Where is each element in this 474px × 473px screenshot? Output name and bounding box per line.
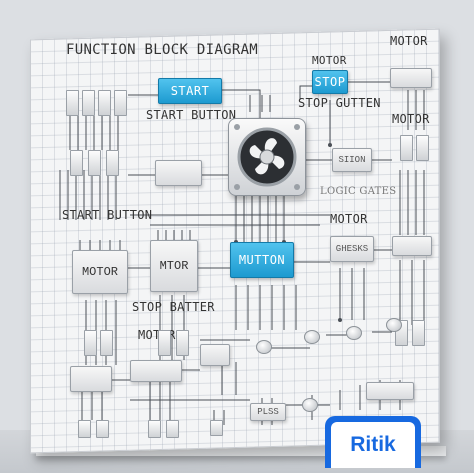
relay <box>416 135 429 161</box>
relay <box>70 150 83 176</box>
relay <box>106 150 119 176</box>
block-mutton: MUTTON <box>230 242 294 278</box>
relay <box>400 135 413 161</box>
relay <box>88 150 101 176</box>
relay <box>96 420 109 438</box>
label-stop-batter: STOP BATTER <box>132 300 215 314</box>
relay <box>78 420 91 438</box>
round-component <box>304 330 320 344</box>
label-motor-top: MOTOR <box>390 34 428 48</box>
round-component <box>302 398 318 412</box>
label-start-button-left: START BUTTON <box>62 208 153 222</box>
block-unlabeled-2 <box>390 68 432 88</box>
relay <box>114 90 127 116</box>
label-motor-stop: MOTOR <box>312 54 347 67</box>
relay <box>210 420 223 436</box>
watermark-text: Ritik <box>331 422 415 468</box>
relay <box>98 90 111 116</box>
block-unlabeled-1 <box>155 160 202 186</box>
block-stop: STOP <box>312 70 348 94</box>
label-logic-gates: LOGIC GATES <box>320 186 397 197</box>
board-edge <box>36 446 446 456</box>
relay <box>66 90 79 116</box>
block-unlabeled-7 <box>366 382 414 400</box>
block-siion: SIION <box>332 148 372 172</box>
label-stop-gutten: STOP GUTTEN <box>298 96 381 110</box>
relay <box>412 320 425 346</box>
fan-graphic <box>234 124 300 190</box>
label-start-button-top: START BUTTON <box>146 108 237 122</box>
fan-icon <box>228 118 306 196</box>
relay <box>158 330 171 356</box>
block-unlabeled-6 <box>70 366 112 392</box>
relay <box>100 330 113 356</box>
relay <box>84 330 97 356</box>
watermark-badge: Ritik <box>325 416 421 468</box>
round-component <box>386 318 402 332</box>
block-ghesks: GHESKS <box>330 236 374 262</box>
diagram-title: FUNCTION BLOCK DIAGRAM <box>66 42 259 58</box>
relay <box>148 420 161 438</box>
block-plss: PLSS <box>250 403 286 421</box>
round-component <box>346 326 362 340</box>
block-mtor: MTOR <box>150 240 198 292</box>
block-unlabeled-4 <box>130 360 182 382</box>
relay <box>166 420 179 438</box>
relay <box>176 330 189 356</box>
block-unlabeled-3 <box>392 236 432 256</box>
relay <box>82 90 95 116</box>
block-motor-left: MOTOR <box>72 250 128 294</box>
block-unlabeled-5 <box>200 344 230 366</box>
block-start: START <box>158 78 222 104</box>
label-motor-mid-right: MOTOR <box>330 212 368 226</box>
round-component <box>256 340 272 354</box>
label-motor-right: MOTOR <box>392 112 430 126</box>
